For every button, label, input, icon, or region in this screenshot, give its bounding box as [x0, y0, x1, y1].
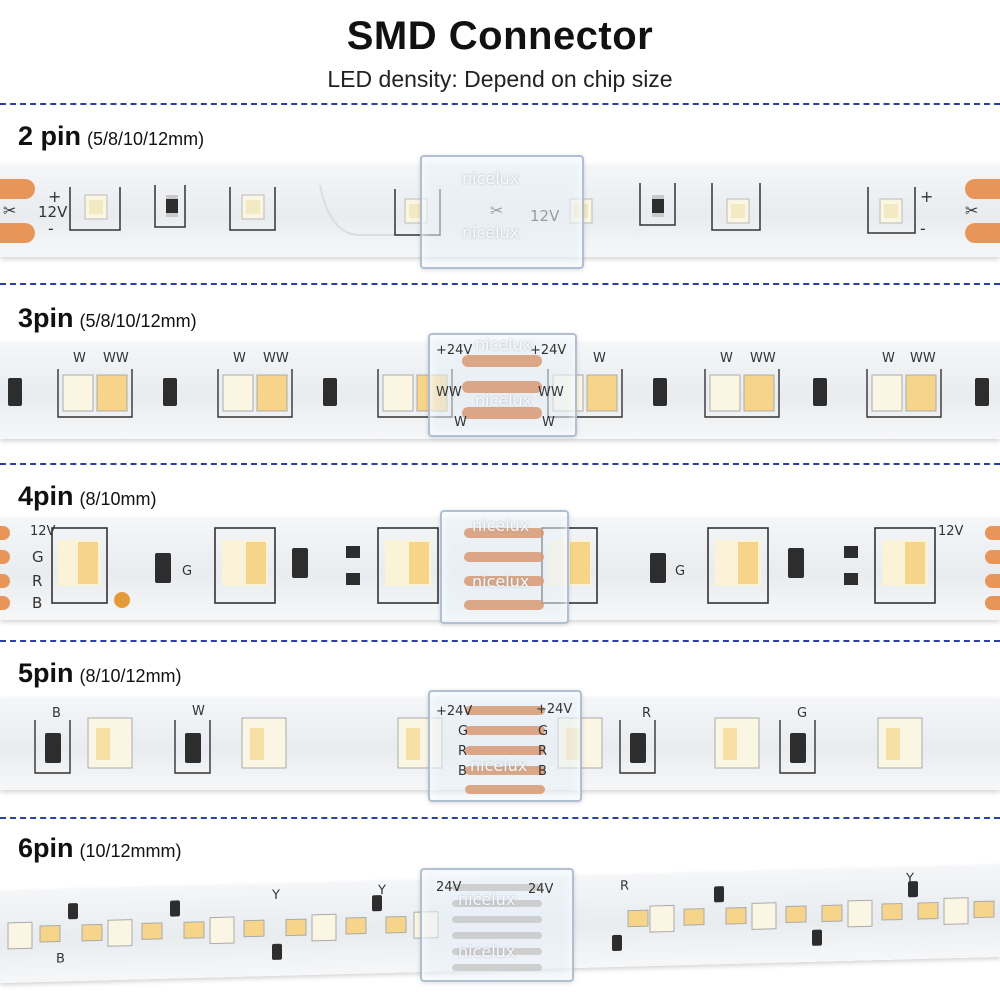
brand-watermark: nicelux: [475, 335, 533, 354]
smd-connector-2pin: nicelux nicelux: [420, 155, 584, 269]
pad-label-w: W: [720, 351, 733, 366]
pin-name: 4pin: [18, 481, 74, 511]
section-label-4pin: 4pin(8/10mm): [18, 481, 157, 512]
connector-clips: [462, 355, 542, 419]
pad-label-ww: WW: [263, 351, 289, 366]
connector-pin-label: +24V: [436, 704, 473, 719]
pad-label-w: W: [73, 351, 86, 366]
brand-watermark: nicelux: [462, 223, 520, 242]
pin-range: (10/12mmm): [79, 841, 182, 861]
pad-label-b: B: [56, 951, 65, 967]
pad-label-w: W: [233, 351, 246, 366]
smd-connector-5pin: +24V +24V G G R R B B nicelux: [428, 690, 582, 802]
section-label-2pin: 2 pin(5/8/10/12mm): [18, 121, 204, 152]
svg-text:✂: ✂: [965, 201, 978, 220]
section-divider: [0, 463, 1000, 465]
smd-connector-6pin: 24V 24V nicelux nicelux: [420, 868, 574, 982]
pad-label-r: R: [32, 572, 43, 590]
pad-label-ww: WW: [750, 351, 776, 366]
pad-label-g: G: [32, 548, 44, 566]
pad-label-g: G: [182, 564, 193, 579]
pad-label-minus: -: [920, 219, 926, 238]
pad-label-b: B: [32, 594, 43, 612]
section-label-6pin: 6pin(10/12mmm): [18, 833, 182, 864]
pad-label-plus: +: [48, 187, 62, 206]
brand-watermark: nicelux: [462, 169, 520, 188]
pin-range: (5/8/10/12mm): [79, 311, 197, 331]
pad-label-w: W: [192, 704, 205, 719]
connector-pin-label: W: [542, 415, 555, 430]
pad-label-w: W: [593, 351, 606, 366]
brand-watermark: nicelux: [475, 391, 533, 410]
brand-watermark: nicelux: [472, 516, 530, 535]
connector-pin-label: G: [538, 724, 549, 739]
pin-name: 6pin: [18, 833, 74, 863]
connector-pin-label: WW: [538, 385, 564, 400]
connector-pin-label: G: [458, 724, 469, 739]
connector-clips: [464, 528, 544, 610]
connector-pin-label: R: [538, 744, 548, 759]
pin-name: 5pin: [18, 658, 74, 688]
connector-clips: [452, 884, 542, 971]
pad-label-y: Y: [906, 871, 914, 887]
led-strip-4pin: 12V G R B G G 12V: [0, 518, 1000, 620]
pad-label-minus: -: [48, 219, 54, 238]
brand-watermark: nicelux: [458, 890, 516, 909]
connector-pin-label: WW: [436, 385, 462, 400]
connector-pin-label: W: [454, 415, 467, 430]
pad-label-y: Y: [272, 887, 280, 903]
connector-pin-label: +24V: [530, 343, 567, 358]
section-divider: [0, 103, 1000, 105]
pad-label-g: G: [675, 564, 686, 579]
pad-label-r: R: [620, 878, 630, 894]
brand-watermark: nicelux: [472, 572, 530, 591]
strip-art-6pin: [7, 881, 995, 960]
pad-label-ww: WW: [103, 351, 129, 366]
brand-watermark: nicelux: [458, 942, 516, 961]
pad-label-12v: 12V: [38, 203, 68, 221]
pad-label-r: R: [642, 706, 652, 721]
pad-label-g: G: [797, 706, 808, 721]
connector-pin-label: B: [458, 764, 467, 779]
connector-pin-label: 24V: [436, 880, 462, 895]
section-divider: [0, 283, 1000, 285]
pad-label-12v: 12V: [30, 524, 56, 539]
pad-label-plus: +: [920, 187, 934, 206]
section-label-5pin: 5pin(8/10/12mm): [18, 658, 182, 689]
smd-connector-4pin: nicelux nicelux: [440, 510, 569, 624]
connector-pin-label: 24V: [528, 882, 554, 897]
section-label-3pin: 3pin(5/8/10/12mm): [18, 303, 197, 334]
page-subtitle: LED density: Depend on chip size: [327, 66, 673, 92]
pad-label-w: W: [882, 351, 895, 366]
brand-watermark: nicelux: [470, 756, 528, 775]
led-strip-6pin: B Y Y R Y: [0, 864, 1000, 984]
pad-label-y: Y: [378, 882, 386, 899]
pin-name: 3pin: [18, 303, 74, 333]
connector-pin-label: +24V: [536, 702, 573, 717]
smd-connector-3pin: +24V +24V WW WW W W nicelux nicelux: [428, 333, 577, 437]
connector-clips: [465, 706, 545, 794]
pad-label-ww: WW: [910, 351, 936, 366]
pin-name: 2 pin: [18, 121, 82, 151]
connector-pin-label: +24V: [436, 343, 473, 358]
section-divider: [0, 640, 1000, 642]
svg-text:✂: ✂: [3, 201, 16, 220]
connector-pin-label: B: [538, 764, 547, 779]
page-title: SMD Connector: [346, 14, 654, 58]
section-divider: [0, 817, 1000, 819]
pad-label-12v: 12V: [938, 524, 964, 539]
connector-pin-label: R: [458, 744, 468, 759]
pin-range: (8/10mm): [79, 489, 157, 509]
pin-range: (8/10/12mm): [79, 666, 182, 686]
strip-art-4pin: [0, 526, 1000, 610]
pad-label-b: B: [52, 706, 61, 721]
pin-range: (5/8/10/12mm): [87, 129, 205, 149]
